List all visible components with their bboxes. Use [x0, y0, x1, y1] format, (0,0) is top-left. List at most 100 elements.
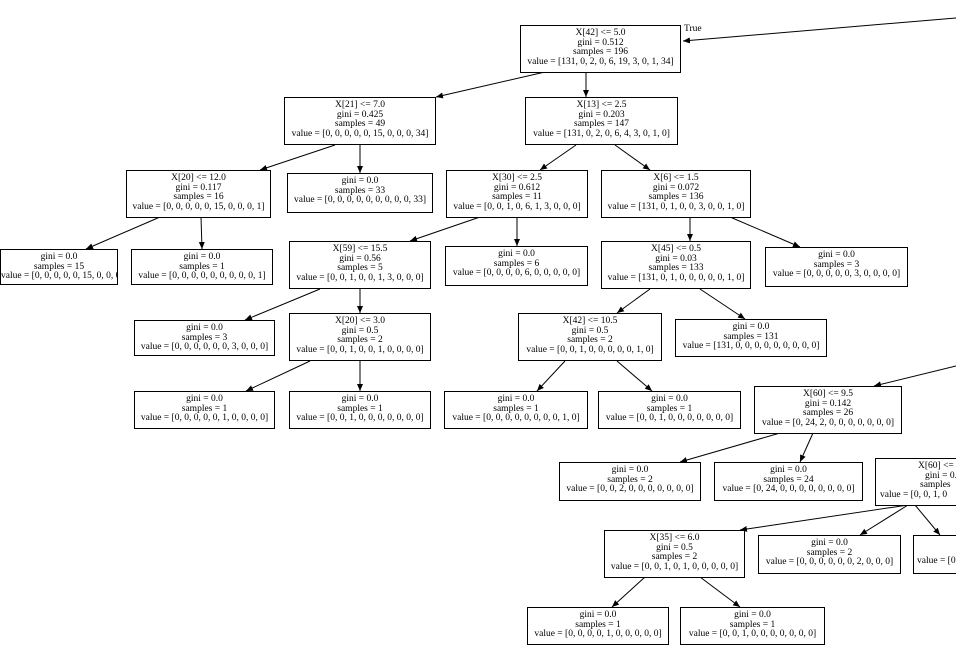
node-line: value = [0, 0, 0, 0, 0, 0, 0, 0, 1, 0]: [452, 413, 580, 424]
node-line: X[59] <= 15.5: [332, 244, 388, 254]
node-line: gini = 0.072: [652, 182, 700, 193]
node-line: X[20] <= 3.0: [334, 316, 386, 326]
node-line: samples = 6: [493, 258, 540, 269]
node-line: value = [0, 0, 1, 0, 0, 0, 0, 0, 1, 0]: [526, 344, 654, 355]
node-line: value = [0, 0, 0, 0, 0, 15, 0, 0, 0, 34]: [291, 128, 429, 139]
leaf-6: gini = 0.0 samples = 6 value = [0, 0, 0,…: [445, 246, 588, 286]
leaf-15: gini = 0.0 samples = 15 value = [0, 0, 0…: [0, 249, 118, 285]
node-line: X[13] <= 2.5: [576, 100, 627, 110]
node-line: samples = 1: [729, 619, 776, 630]
edge: [739, 504, 909, 532]
node-line: X[42] <= 5.0: [575, 28, 626, 38]
leaf-3-a: gini = 0.0 samples = 3 value = [0, 0, 0,…: [134, 320, 275, 356]
leaf-3-b: gini = 0.0 samples = 3 value = [0, 0, 0,…: [765, 247, 908, 287]
edge: [435, 71, 546, 99]
node-line: value = [0, 0, 0, 0, 0, 0, 0, 0, 0, 1]: [138, 271, 266, 282]
node-line: value = [0, 0, 1, 0, 0, 1, 0, 0, 0, 0]: [296, 344, 424, 355]
node-line: samples = 1: [646, 403, 693, 414]
edge: [914, 504, 941, 536]
node-line: value = [131, 0, 1, 0, 0, 3, 0, 0, 1, 0]: [607, 201, 745, 212]
node-line: samples = 147: [574, 119, 629, 130]
node-line: samples: [920, 480, 951, 491]
node-line: X[45] <= 0.5: [650, 244, 702, 254]
node-line: value = [0: [917, 556, 956, 566]
node-line: samples = 2: [607, 474, 653, 485]
node-line: gini = 0.0: [40, 252, 78, 262]
node-x60-partial: X[60] <= gini = 0. samples value = [0, 0…: [875, 458, 956, 506]
node-line: gini = 0.5: [571, 325, 609, 336]
leaf-1-a: gini = 0.0 samples = 1 value = [0, 0, 0,…: [131, 249, 273, 285]
node-line: samples = 16: [173, 192, 224, 203]
edge: [536, 360, 566, 392]
node-line: value = [0, 0, 0, 0, 0, 0, 2, 0, 0, 0]: [765, 557, 894, 568]
node-line: samples = 2: [337, 335, 383, 346]
node-line: samples = 1: [337, 403, 383, 414]
leaf-131: gini = 0.0 samples = 131 value = [131, 0…: [675, 319, 827, 357]
node-line: samples = 1: [179, 261, 225, 272]
node-line: value = [0, 0, 0, 0, 0, 3, 0, 0, 0, 0]: [772, 269, 901, 280]
leaf-1-b: gini = 0.0 samples = 1 value = [0, 0, 0,…: [134, 391, 275, 429]
node-line: value = [0, 0, 1, 0, 6, 1, 3, 0, 0, 0]: [453, 201, 581, 212]
node-line: samples = 1: [493, 403, 539, 414]
node-x6-1_5: X[6] <= 1.5 gini = 0.072 samples = 136 v…: [601, 170, 751, 218]
node-line: gini = 0.0: [186, 394, 223, 404]
leaf-partial-right: value = [0: [913, 535, 956, 574]
node-line: value = [131, 0, 2, 0, 6, 4, 3, 0, 1, 0]: [533, 128, 670, 139]
edge: [614, 144, 651, 171]
node-line: gini = 0.203: [578, 109, 625, 120]
node-x42-5: X[42] <= 5.0 gini = 0.512 samples = 196 …: [520, 25, 681, 73]
node-x42-10_5: X[42] <= 10.5 gini = 0.5 samples = 2 val…: [518, 313, 662, 361]
node-x59-15_5: X[59] <= 15.5 gini = 0.56 samples = 5 va…: [289, 241, 431, 289]
edge: [859, 504, 909, 536]
node-line: gini = 0.0: [651, 394, 688, 404]
node-line: value = [0, 0, 0, 0, 0, 0, 0, 0, 0, 33]: [293, 195, 426, 206]
edge: [259, 144, 336, 171]
node-x45-0_5: X[45] <= 0.5 gini = 0.03 samples = 133 v…: [601, 241, 751, 289]
edge: [85, 216, 161, 250]
leaf-1-f: gini = 0.0 samples = 1 value = [0, 0, 0,…: [527, 607, 669, 645]
node-x13-2_5: X[13] <= 2.5 gini = 0.203 samples = 147 …: [525, 97, 678, 145]
edge: [616, 288, 651, 314]
node-line: X[42] <= 10.5: [562, 316, 618, 326]
node-line: value = [0, 0, 0, 0, 0, 15, 0, 0, 0, 0]: [1, 271, 117, 282]
node-line: samples = 49: [334, 119, 386, 130]
edge: [699, 576, 741, 608]
edge: [198, 216, 205, 250]
edge-label-true: True: [684, 24, 702, 34]
edge: [244, 288, 321, 321]
edge: [409, 216, 481, 242]
node-line: value = [0, 0, 1, 0, 0, 0, 0, 0, 0, 0]: [688, 629, 817, 640]
node-line: X[6] <= 1.5: [653, 173, 699, 183]
node-line: samples = 1: [575, 619, 621, 630]
node-line: value = [0, 0, 1, 0, 0, 0, 0, 0, 0, 0]: [296, 413, 424, 424]
node-line: gini = 0.512: [577, 37, 624, 48]
leaf-2-a: gini = 0.0 samples = 2 value = [0, 0, 2,…: [559, 462, 701, 501]
node-line: gini = 0.0: [579, 610, 617, 620]
node-x30-2_5: X[30] <= 2.5 gini = 0.612 samples = 11 v…: [446, 170, 588, 218]
edge: [799, 432, 814, 463]
node-line: samples = 133: [648, 263, 704, 274]
node-line: samples = 24: [763, 474, 814, 485]
node-line: value = [0, 0, 0, 0, 1, 0, 0, 0, 0, 0]: [534, 629, 662, 640]
leaf-1-e: gini = 0.0 samples = 1 value = [0, 0, 1,…: [598, 391, 741, 429]
node-line: gini = 0.0: [732, 322, 770, 332]
node-line: value = [131, 0, 2, 0, 6, 19, 3, 0, 1, 3…: [527, 56, 674, 67]
node-line: gini = 0.5: [341, 325, 379, 336]
leaf-1-c: gini = 0.0 samples = 1 value = [0, 0, 1,…: [289, 391, 431, 429]
node-line: gini = 0.0: [818, 250, 855, 260]
leaf-1-d: gini = 0.0 samples = 1 value = [0, 0, 0,…: [444, 391, 588, 429]
node-line: gini = 0.03: [655, 253, 697, 264]
node-line: samples = 5: [337, 263, 383, 274]
edge: [679, 432, 781, 463]
leaf-33: gini = 0.0 samples = 33 value = [0, 0, 0…: [287, 173, 433, 213]
edge: [616, 360, 653, 392]
edge: [873, 365, 956, 388]
node-line: samples = 2: [806, 547, 853, 558]
node-line: value = [0, 0, 0, 0, 6, 0, 0, 0, 0, 0]: [452, 268, 581, 279]
node-x20-12: X[20] <= 12.0 gini = 0.117 samples = 16 …: [126, 170, 271, 218]
node-x20-3: X[20] <= 3.0 gini = 0.5 samples = 2 valu…: [289, 313, 431, 361]
node-line: gini = 0.142: [804, 398, 852, 409]
edge-true: [682, 17, 956, 44]
node-line: gini = 0.0: [341, 176, 379, 186]
edge: [245, 360, 311, 392]
